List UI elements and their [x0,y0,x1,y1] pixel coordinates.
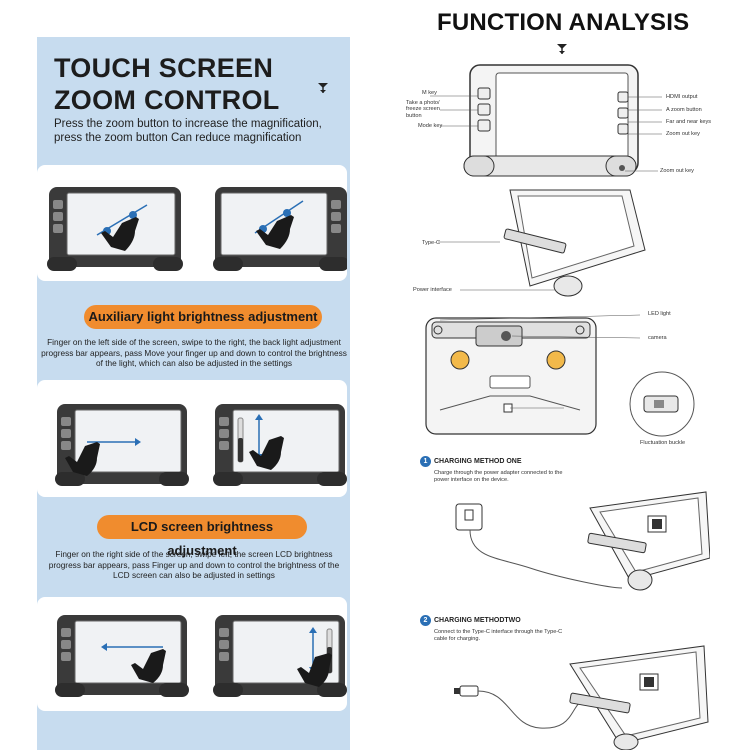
power-adapter-icon [455,503,483,531]
charging-one-illustration [455,491,710,591]
lcd-brightness-description: Finger on the right side of the screen, … [48,549,340,580]
mode-key-label: Mode key [418,123,443,129]
title-line-1: TOUCH SCREEN [54,53,274,83]
tablet-device-1 [47,187,183,271]
photo-freeze-label: Take a photo/ freeze screen button [406,100,440,119]
charging-method-one-title: CHARGING METHOD ONE [434,458,522,465]
step-1-badge: 1 [420,456,431,467]
fluctuation-buckle-label: Fluctuation buckle [640,440,686,446]
lcd-gesture-illustration [55,615,347,697]
camera-label: camera [648,335,667,341]
function-analysis-title: FUNCTION ANALYSIS [437,9,690,36]
device-charging-1 [587,491,710,591]
charging-method-one-desc: Charge through the power adapter connect… [434,470,563,483]
power-interface-label: Power interface [413,287,452,293]
led-light-label: LED light [648,311,671,317]
buckle-detail [629,371,695,437]
hdmi-output-label: HDMI output [666,94,698,100]
down-chevron-icon [318,83,328,93]
usb-c-cable-icon [454,685,479,697]
type-c-label: Type-C [422,240,441,246]
device-charging-2 [569,645,709,750]
zoom-illustration-card [37,165,349,281]
zoom-out-key-label-2: Zoom out key [660,168,694,174]
left-panel: TOUCH SCREEN ZOOM CONTROL Press the zoom… [37,37,350,750]
charging-method-two-title: CHARGING METHODTWO [434,617,521,624]
title-line-2: ZOOM CONTROL [54,85,280,115]
zoom-button-label: A zoom button [666,107,702,113]
charging-two-illustration [454,645,709,750]
aux-light-illustration-card [37,380,347,497]
auxiliary-light-pill: Auxiliary light brightness adjustment [84,305,322,329]
auxiliary-light-description: Finger on the left side of the screen, s… [41,337,347,368]
touch-screen-title: TOUCH SCREEN ZOOM CONTROL [54,52,280,116]
device-function-diagram [425,64,695,437]
step-2-badge: 2 [420,615,431,626]
down-chevron-icon [557,44,567,54]
touch-description: Press the zoom button to increase the ma… [54,118,322,144]
far-near-keys-label: Far and near keys [666,119,712,125]
aux-light-gesture-illustration [55,404,347,486]
tablet-device-6 [213,615,347,697]
charging-method-two-desc: Connect to the Type-C interface through … [434,629,563,642]
tablet-device-4 [213,404,347,486]
tablet-device-5 [55,615,189,697]
zoom-out-key-label: Zoom out key [666,131,700,137]
lcd-illustration-card [37,597,347,711]
tablet-device-3 [55,404,189,486]
device-back-view [425,314,641,435]
device-side-view [438,189,646,297]
zoom-gesture-illustration [47,187,349,271]
device-front-view [430,64,662,177]
lcd-brightness-pill: LCD screen brightness adjustment [97,515,307,558]
m-key-label: M key [422,90,437,96]
tablet-device-2 [213,187,349,271]
